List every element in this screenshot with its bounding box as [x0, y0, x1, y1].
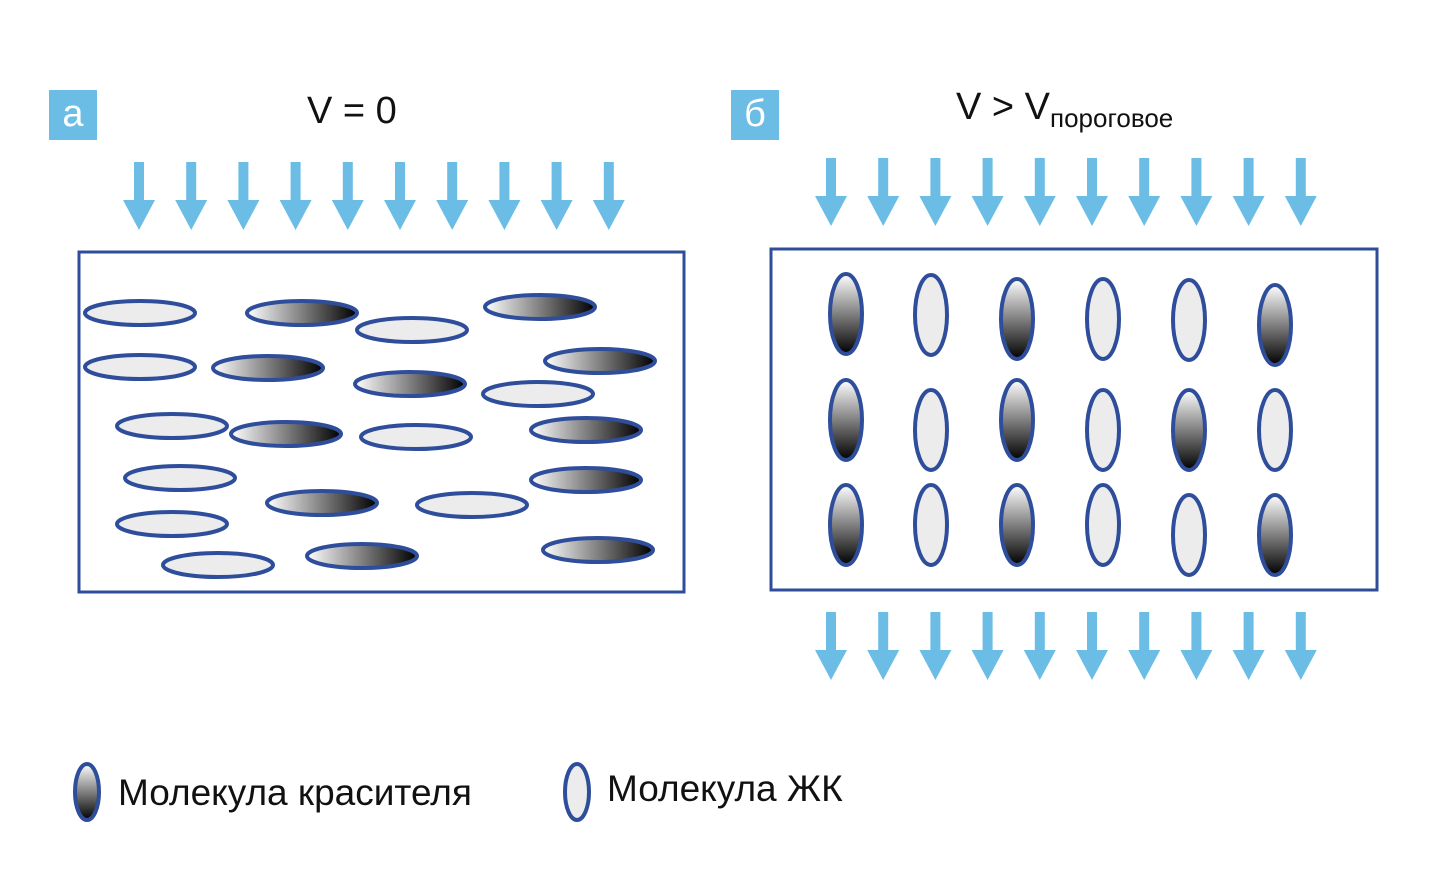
dye-molecule	[828, 378, 864, 462]
lc-molecule	[161, 551, 275, 579]
light-arrow-icon	[815, 612, 847, 680]
lc-molecule	[913, 273, 949, 357]
light-arrow-icon	[971, 158, 1004, 226]
light-arrow-icon	[1023, 612, 1056, 680]
dye-molecule	[1171, 388, 1207, 472]
dye-molecule	[483, 293, 597, 321]
light-arrow-icon	[488, 162, 521, 230]
lc-molecule	[415, 491, 529, 519]
lc-molecule	[115, 510, 229, 538]
lc-molecule	[913, 483, 949, 567]
lc-molecule	[1257, 388, 1293, 472]
light-arrow-icon	[1284, 612, 1317, 680]
dye-molecule	[999, 483, 1035, 567]
panel-a-title: V = 0	[307, 90, 397, 132]
dye-molecule	[265, 489, 379, 517]
light-arrow-icon	[540, 162, 573, 230]
light-arrow-icon	[1232, 612, 1265, 680]
dye-molecule	[828, 272, 864, 356]
lc-molecule	[83, 353, 197, 381]
light-arrow-icon	[1180, 612, 1213, 680]
lc-molecule	[123, 464, 237, 492]
light-arrow-icon	[1128, 612, 1161, 680]
lc-molecule	[1085, 277, 1121, 361]
lc-molecule	[1085, 483, 1121, 567]
light-arrow-icon	[919, 158, 952, 226]
dye-molecule	[1257, 493, 1293, 577]
panel-a-badge: а	[49, 90, 97, 140]
light-arrow-icon	[384, 162, 416, 230]
light-arrow-icon	[331, 162, 364, 230]
light-arrow-icon	[971, 612, 1004, 680]
dye-molecule	[529, 416, 643, 444]
lc-molecule	[1085, 388, 1121, 472]
lc-molecule	[359, 423, 473, 451]
light-arrow-icon	[436, 162, 469, 230]
light-arrow-icon	[1232, 158, 1265, 226]
dye-molecule	[353, 370, 467, 398]
lc-molecule	[1171, 278, 1207, 362]
light-arrow-icon	[815, 158, 847, 226]
light-arrow-icon	[1284, 158, 1317, 226]
dye-molecule	[1257, 283, 1293, 367]
light-arrow-icon	[1023, 158, 1056, 226]
light-arrow-icon	[227, 162, 260, 230]
cell-box-a	[77, 250, 686, 594]
dye-molecule	[73, 762, 101, 822]
light-arrow-icon	[1128, 158, 1161, 226]
panel-b-title-subscript: пороговое	[1050, 103, 1174, 133]
dye-molecule	[245, 299, 359, 327]
dye-molecule	[828, 483, 864, 567]
lc-molecule	[115, 412, 229, 440]
dye-molecule	[305, 542, 419, 570]
panel-b-badge: б	[731, 90, 779, 140]
dye-molecule	[999, 378, 1035, 462]
panel-b-title-main: V > V	[956, 86, 1050, 128]
dye-molecule	[999, 277, 1035, 361]
lc-molecule	[1171, 493, 1207, 577]
light-arrow-icon	[1180, 158, 1213, 226]
light-arrow-icon	[175, 162, 208, 230]
dye-molecule	[541, 536, 655, 564]
lc-molecule	[481, 380, 595, 408]
legend-lc-label: Молекула ЖК	[607, 768, 843, 809]
lc-molecule	[355, 316, 469, 344]
light-arrow-icon	[1076, 612, 1108, 680]
lc-molecule	[913, 388, 949, 472]
lc-molecule	[563, 762, 591, 822]
light-arrow-icon	[867, 158, 900, 226]
light-arrow-icon	[123, 162, 155, 230]
panel-b-title: V > Vпороговое	[956, 86, 1173, 134]
light-arrow-icon	[592, 162, 625, 230]
legend-dye-label: Молекула красителя	[118, 772, 472, 813]
light-arrow-icon	[919, 612, 952, 680]
dye-molecule	[529, 466, 643, 494]
light-arrow-icon	[867, 612, 900, 680]
cell-box-b	[769, 247, 1379, 592]
dye-molecule	[211, 354, 325, 382]
lc-molecule	[83, 299, 197, 327]
dye-molecule	[543, 347, 657, 375]
dye-molecule	[229, 420, 343, 448]
light-arrow-icon	[1076, 158, 1108, 226]
light-arrow-icon	[279, 162, 312, 230]
